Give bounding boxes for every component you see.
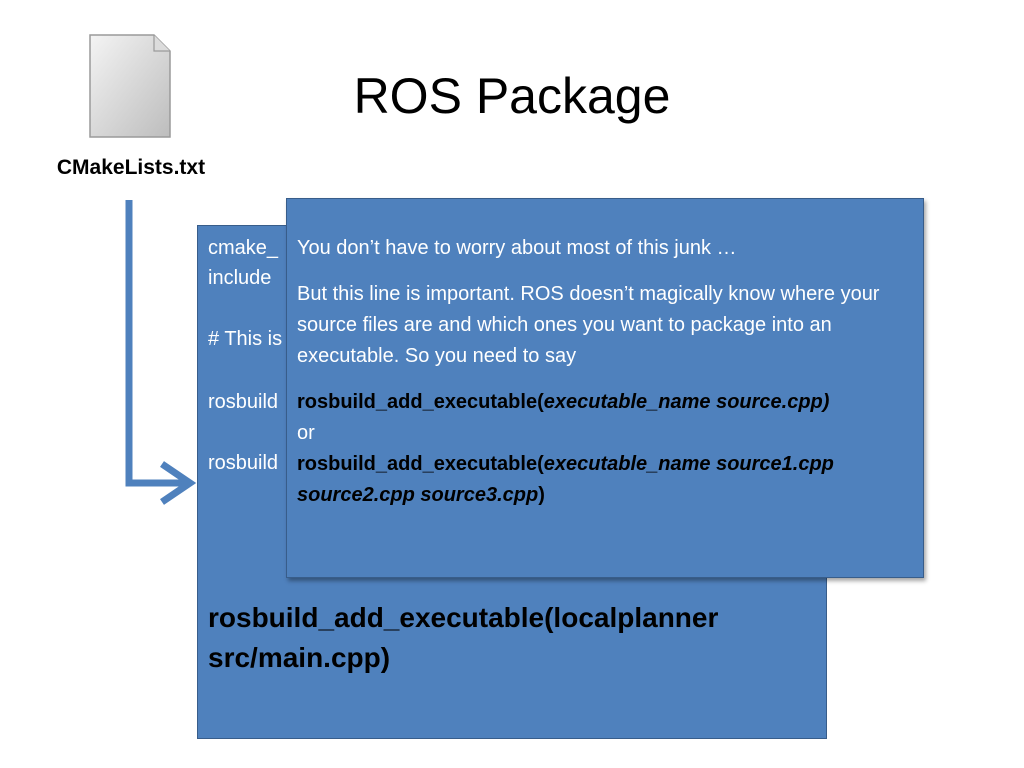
callout-explanation: But this line is important. ROS doesn’t …	[297, 283, 880, 367]
example-single-source: rosbuild_add_executable(executable_name …	[297, 387, 913, 418]
code-line: include	[208, 267, 272, 289]
file-name-label: CMakeLists.txt	[56, 156, 206, 179]
example-args: executable_name source.cpp)	[543, 391, 830, 413]
example-multi-source: rosbuild_add_executable(executable_name …	[297, 449, 913, 511]
code-line: cmake_	[208, 237, 279, 259]
callout-intro: You don’t have to worry about most of th…	[297, 237, 737, 259]
document-file-icon	[89, 34, 171, 138]
explanation-callout: You don’t have to worry about most of th…	[286, 198, 924, 578]
page-title: ROS Package	[353, 68, 671, 124]
highlight-line-1: rosbuild_add_executable(localplanner	[208, 602, 719, 633]
or-label: or	[297, 422, 315, 444]
example-args: executable_name source1.cpp source2.cpp …	[297, 453, 834, 506]
highlight-line-2: src/main.cpp)	[208, 642, 391, 673]
example-fn: rosbuild_add_executable(	[297, 453, 544, 475]
highlighted-executable-line: rosbuild_add_executable(localplanner src…	[208, 598, 808, 678]
example-close: )	[538, 484, 545, 506]
code-line: # This is	[208, 328, 283, 350]
code-line: rosbuild	[208, 452, 279, 474]
example-fn: rosbuild_add_executable(	[297, 391, 544, 413]
code-line: rosbuild	[208, 391, 279, 413]
